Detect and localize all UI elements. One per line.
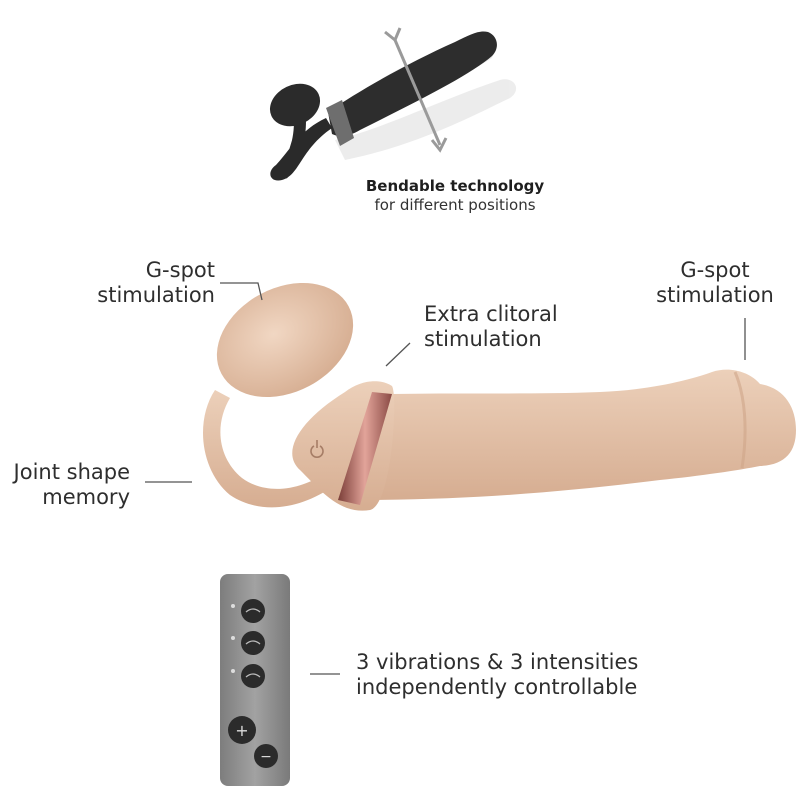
label-gspot-left-line2: stimulation [97,283,215,307]
plus-icon: + [235,721,248,740]
remote-plus-button[interactable]: + [228,716,256,744]
label-gspot-right-line1: G-spot [680,258,750,282]
label-gspot-left: G-spot stimulation [60,258,215,308]
leader-lines [145,282,746,675]
bend-arrows-icon [384,27,448,153]
remote-minus-button[interactable]: − [254,744,278,768]
label-vibrations-line2: independently controllable [356,675,638,699]
label-clitoral-line1: Extra clitoral [424,302,558,326]
remote-mode-button-2[interactable] [231,631,265,655]
label-vibrations-line1: 3 vibrations & 3 intensities [356,650,639,674]
power-icon [310,440,324,458]
label-gspot-right: G-spot stimulation [630,258,800,308]
label-clitoral-line2: stimulation [424,327,542,351]
label-clitoral: Extra clitoral stimulation [424,302,558,352]
remote-mode-button-3[interactable] [231,664,265,688]
bendable-caption-title: Bendable technology [365,177,545,195]
label-vibrations: 3 vibrations & 3 intensities independent… [356,650,638,700]
label-gspot-left-line1: G-spot [145,258,215,282]
label-joint: Joint shape memory [0,460,130,510]
remote-mode-button-1[interactable] [231,599,265,623]
minus-icon: − [260,749,272,765]
label-gspot-right-line2: stimulation [656,283,774,307]
bendable-caption-subtitle: for different positions [374,196,536,214]
label-joint-line2: memory [42,485,130,509]
label-joint-line1: Joint shape [13,460,130,484]
